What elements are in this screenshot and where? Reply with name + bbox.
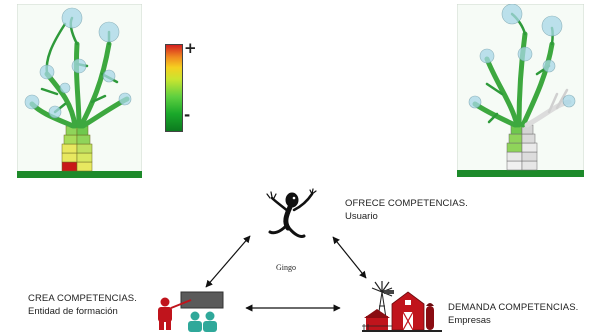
node-demanda-title: DEMANDA COMPETENCIAS. [448, 302, 579, 313]
node-crea-title: CREA COMPETENCIAS. [28, 293, 137, 304]
center-label: Gingo [276, 263, 296, 272]
node-crea-subtitle: Entidad de formación [28, 306, 118, 317]
tree-right-icon [457, 4, 584, 177]
node-demanda-subtitle: Empresas [448, 315, 491, 326]
node-crea-label: CREA COMPETENCIAS. Entidad de formación [28, 292, 137, 318]
arrow-user-company [332, 236, 367, 279]
color-scale: + - [165, 39, 199, 132]
color-scale-bar [165, 44, 183, 132]
barn-windmill-icon [362, 281, 442, 332]
user-figure-icon [266, 188, 317, 238]
node-ofrece-subtitle: Usuario [345, 211, 378, 222]
trainer-classroom-icon [158, 291, 224, 332]
node-ofrece-title: OFRECE COMPETENCIAS. [345, 198, 468, 209]
scale-minus-sign: - [184, 106, 191, 124]
tree-left-icon [17, 4, 142, 178]
scale-plus-sign: + [184, 39, 197, 57]
node-ofrece-label: OFRECE COMPETENCIAS. Usuario [345, 197, 468, 223]
node-demanda-label: DEMANDA COMPETENCIAS. Empresas [448, 301, 578, 327]
arrow-user-trainer [205, 235, 251, 288]
